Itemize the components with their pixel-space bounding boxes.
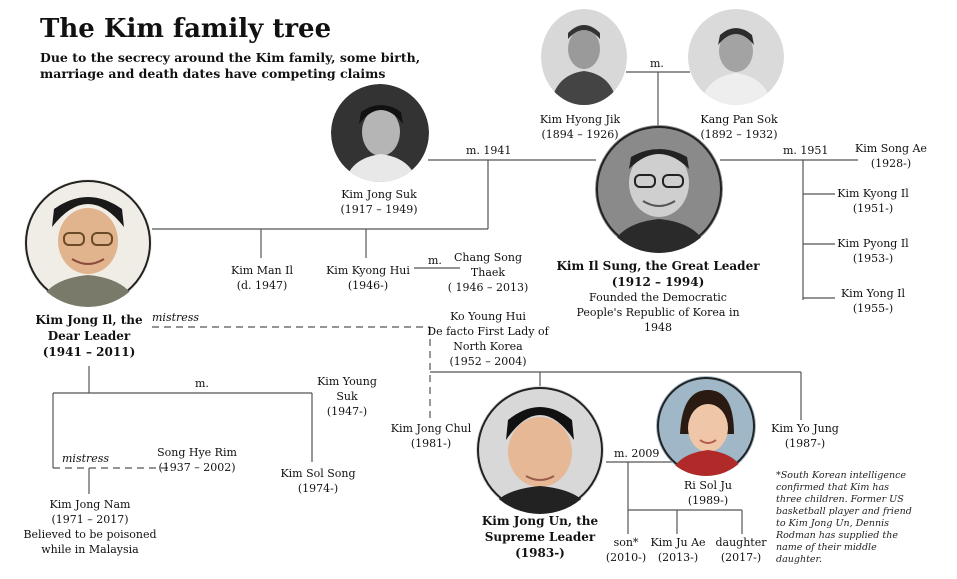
person-note: Believed to be poisoned while in Malaysi… (23, 528, 157, 556)
person-ri-sol-ju: Ri Sol Ju (1989-) (684, 478, 732, 508)
person-dates: (1941 – 2011) (42, 345, 136, 359)
person-dates: (1912 – 1994) (611, 275, 705, 289)
person-kim-man-il: Kim Man Il (d. 1947) (231, 263, 293, 293)
ri-sol-ju-portrait-icon (656, 376, 756, 476)
person-kim-il-sung: Kim Il Sung, the Great Leader (1912 – 19… (556, 258, 759, 335)
person-dates: (1947-) (326, 405, 368, 418)
person-kim-kyong-hui: Kim Kyong Hui (1946-) (326, 263, 410, 293)
person-note: Founded the Democratic People's Republic… (576, 291, 740, 334)
person-kim-jong-il: Kim Jong Il, the Dear Leader (1941 – 201… (19, 312, 159, 360)
person-kim-jong-suk: Kim Jong Suk (1917 – 1949) (340, 187, 417, 217)
person-kim-jong-nam: Kim Jong Nam (1971 – 2017) Believed to b… (15, 497, 165, 557)
person-daughter: daughter (2017-) (716, 535, 767, 565)
person-dates: (1951-) (852, 202, 894, 215)
kim-jong-un-portrait-icon (476, 386, 604, 514)
person-name: Kim Young Suk (317, 375, 377, 403)
page-title: The Kim family tree (40, 14, 332, 44)
relation-m-1951: m. 1951 (783, 144, 829, 157)
person-name: Kim Ju Ae (650, 536, 706, 549)
person-name: Kang Pan Sok (700, 113, 778, 126)
person-note: De facto First Lady of North Korea (427, 325, 549, 353)
person-dates: ( 1946 – 2013) (447, 281, 529, 294)
person-kim-yong-il: Kim Yong Il (1955-) (841, 286, 905, 316)
person-name: Kim Il Sung, the Great Leader (556, 259, 760, 273)
person-dates: (1917 – 1949) (340, 203, 418, 216)
kim-jong-il-portrait-icon (24, 179, 152, 307)
person-dates: (1971 – 2017) (51, 513, 129, 526)
person-kim-pyong-il: Kim Pyong Il (1953-) (837, 236, 908, 266)
person-dates: (1952 – 2004) (449, 355, 527, 368)
relation-m-2009: m. 2009 (614, 447, 660, 460)
person-dates: (1983-) (515, 546, 565, 560)
relation-grandparents-marriage: m. (650, 57, 664, 70)
relation-m-young-suk: m. (195, 377, 209, 390)
person-chang-song-thaek: Chang Song Thaek ( 1946 – 2013) (445, 250, 531, 295)
kim-hyong-jik-portrait-icon (541, 9, 627, 105)
relation-mistress-ko: mistress (152, 311, 200, 324)
relation-m-1941: m. 1941 (466, 144, 512, 157)
person-kim-sol-song: Kim Sol Song (1974-) (280, 466, 355, 496)
person-name: Kim Jong Il, the Dear Leader (35, 313, 143, 343)
person-kang-pan-sok: Kang Pan Sok (1892 – 1932) (700, 112, 777, 142)
page-subtitle: Due to the secrecy around the Kim family… (40, 50, 421, 81)
person-dates: (1989-) (687, 494, 729, 507)
person-name: Kim Man Il (231, 264, 293, 277)
person-kim-young-suk: Kim Young Suk (1947-) (311, 374, 383, 419)
person-name: Ko Young Hui (450, 310, 526, 323)
relation-mistress-song: mistress (62, 452, 110, 465)
person-dates: (d. 1947) (236, 279, 288, 292)
person-ko-young-hui: Ko Young Hui De facto First Lady of Nort… (413, 309, 563, 369)
kim-il-sung-portrait-icon (595, 125, 723, 253)
person-name: Kim Kyong Hui (326, 264, 410, 277)
person-dates: (1946-) (347, 279, 389, 292)
person-kim-jong-chul: Kim Jong Chul (1981-) (391, 421, 471, 451)
kim-jong-suk-portrait-icon (331, 84, 429, 182)
person-name: Chang Song Thaek (454, 251, 522, 279)
person-name: Song Hye Rim (157, 446, 237, 459)
person-song-hye-rim: Song Hye Rim (1937 – 2002) (157, 445, 237, 475)
person-name: Kim Yong Il (840, 287, 906, 300)
person-kim-song-ae: Kim Song Ae (1928-) (855, 141, 927, 171)
person-name: Kim Hyong Jik (539, 113, 621, 126)
person-kim-ju-ae: Kim Ju Ae (2013-) (650, 535, 705, 565)
footnote: *South Korean intelligence confirmed tha… (776, 470, 912, 565)
person-name: Kim Jong Nam (49, 498, 131, 511)
person-dates: (2013-) (657, 551, 699, 564)
person-name: daughter (715, 536, 767, 549)
person-dates: (1937 – 2002) (158, 461, 236, 474)
person-kim-yo-jung: Kim Yo Jung (1987-) (771, 421, 839, 451)
person-dates: (1981-) (410, 437, 452, 450)
person-kim-jong-un: Kim Jong Un, the Supreme Leader (1983-) (460, 513, 620, 561)
person-kim-hyong-jik: Kim Hyong Jik (1894 – 1926) (540, 112, 620, 142)
kang-pan-sok-portrait-icon (688, 9, 784, 105)
person-name: Kim Sol Song (280, 467, 356, 480)
person-name: Kim Jong Suk (341, 188, 417, 201)
person-name: Kim Kyong Il (837, 187, 909, 200)
person-name: Kim Yo Jung (771, 422, 839, 435)
person-name: Kim Pyong Il (837, 237, 909, 250)
person-dates: (1894 – 1926) (541, 128, 619, 141)
person-dates: (1892 – 1932) (700, 128, 778, 141)
person-kim-kyong-il: Kim Kyong Il (1951-) (837, 186, 909, 216)
person-son: son* (2010-) (606, 535, 646, 565)
person-name: Kim Jong Un, the Supreme Leader (481, 514, 599, 544)
person-dates: (1955-) (852, 302, 894, 315)
person-dates: (1953-) (852, 252, 894, 265)
relation-m-chang: m. (428, 254, 442, 267)
person-name: Kim Jong Chul (390, 422, 472, 435)
person-name: son* (613, 536, 639, 549)
person-dates: (2010-) (605, 551, 647, 564)
person-name: Kim Song Ae (855, 142, 927, 155)
person-dates: (1974-) (297, 482, 339, 495)
person-name: Ri Sol Ju (684, 479, 732, 492)
person-dates: (1987-) (784, 437, 826, 450)
person-dates: (1928-) (870, 157, 912, 170)
person-dates: (2017-) (720, 551, 762, 564)
